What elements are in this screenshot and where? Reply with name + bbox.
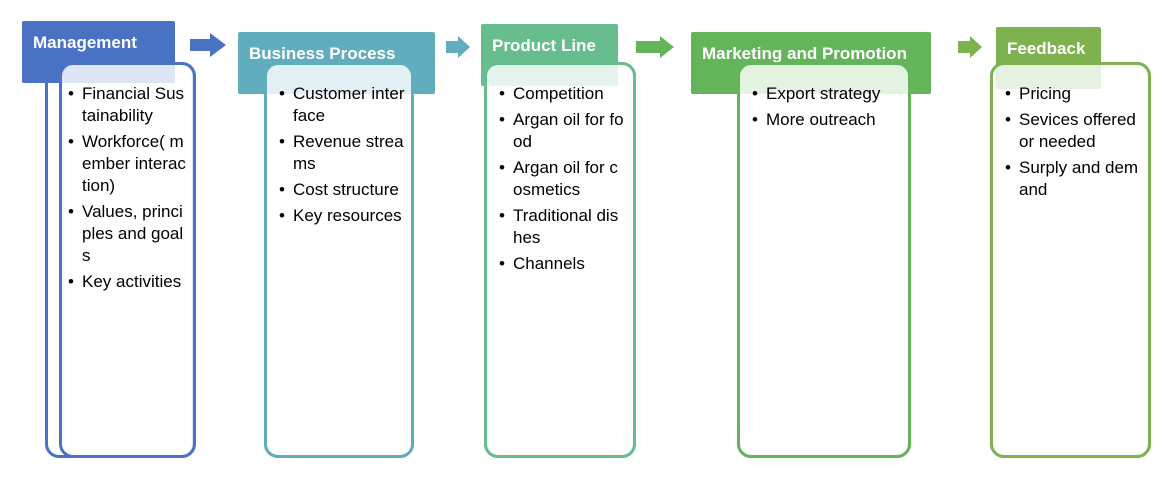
list-item: Customer interface [275,83,405,127]
business-process-items-panel: Customer interface Revenue streams Cost … [264,62,414,458]
list-item: Values, principles and goals [64,201,187,267]
list-item: More outreach [748,109,902,131]
product-line-title: Product Line [492,36,596,55]
marketing-items: Export strategy More outreach [748,83,902,131]
feedback-items: Pricing Sevices offered or needed Surply… [1001,83,1142,201]
list-item: Surply and demand [1001,157,1142,201]
flow-arrow-1 [190,33,226,57]
product-line-items: Competition Argan oil for food Argan oil… [495,83,625,275]
list-item: Pricing [1001,83,1142,105]
feedback-items-panel: Pricing Sevices offered or needed Surply… [990,62,1151,458]
business-process-items: Customer interface Revenue streams Cost … [275,83,405,227]
flow-arrow-3 [636,36,674,58]
product-line-items-panel: Competition Argan oil for food Argan oil… [484,62,636,458]
flow-arrow-4 [958,36,982,58]
management-title: Management [33,33,137,52]
list-item: Cost structure [275,179,405,201]
flow-arrow-2 [446,36,470,58]
list-item: Channels [495,253,625,275]
list-item: Revenue streams [275,131,405,175]
management-items: Financial Sustainability Workforce( memb… [64,83,187,293]
list-item: Argan oil for food [495,109,625,153]
list-item: Sevices offered or needed [1001,109,1142,153]
list-item: Export strategy [748,83,902,105]
marketing-title: Marketing and Promotion [702,44,907,63]
feedback-title: Feedback [1007,39,1086,58]
list-item: Argan oil for cosmetics [495,157,625,201]
list-item: Workforce( member interaction) [64,131,187,197]
list-item: Traditional dishes [495,205,625,249]
list-item: Competition [495,83,625,105]
list-item: Key resources [275,205,405,227]
business-process-title: Business Process [249,44,396,63]
list-item: Financial Sustainability [64,83,187,127]
management-items-panel: Financial Sustainability Workforce( memb… [59,62,196,458]
marketing-items-panel: Export strategy More outreach [737,62,911,458]
list-item: Key activities [64,271,187,293]
